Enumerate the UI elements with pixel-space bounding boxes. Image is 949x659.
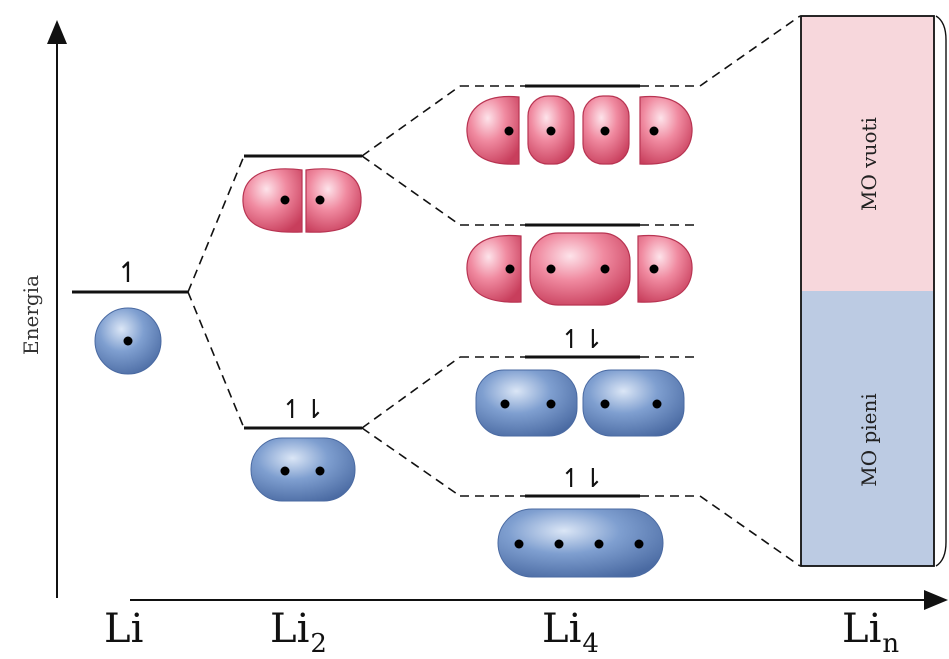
energy-axis-label: Energia bbox=[19, 275, 43, 355]
li2-bonding-orbital bbox=[250, 437, 356, 502]
li4-orbital-level-4 bbox=[466, 95, 693, 165]
li2-antibonding-orbital bbox=[242, 168, 362, 233]
electron-pair-li4-level2: ↿⇂ bbox=[560, 325, 604, 355]
filled-mo-band-label: MO pieni bbox=[857, 393, 881, 487]
li4-orbital-level-2 bbox=[475, 369, 685, 437]
column-label-lin: Lin bbox=[842, 606, 900, 659]
column-label-li2: Li2 bbox=[270, 606, 327, 659]
li4-orbital-level-3 bbox=[466, 232, 693, 306]
band-bracket bbox=[935, 15, 947, 567]
electron-pair-li4-level1: ↿⇂ bbox=[560, 464, 604, 494]
li4-orbital-level-1 bbox=[497, 508, 664, 578]
correlation-lines bbox=[187, 15, 801, 567]
lin-band: MO vuoti MO pieni bbox=[800, 15, 947, 567]
column-label-li: Li bbox=[104, 606, 144, 652]
energy-levels bbox=[72, 84, 640, 498]
empty-mo-band bbox=[801, 16, 934, 291]
empty-mo-band-label: MO vuoti bbox=[857, 117, 881, 211]
li-2s-orbital bbox=[94, 307, 162, 375]
electron-pair-li2: ↿⇂ bbox=[281, 395, 325, 425]
filled-mo-band bbox=[801, 291, 934, 566]
electron-single-li: ↿ bbox=[116, 256, 139, 289]
column-label-li4: Li4 bbox=[542, 606, 599, 659]
